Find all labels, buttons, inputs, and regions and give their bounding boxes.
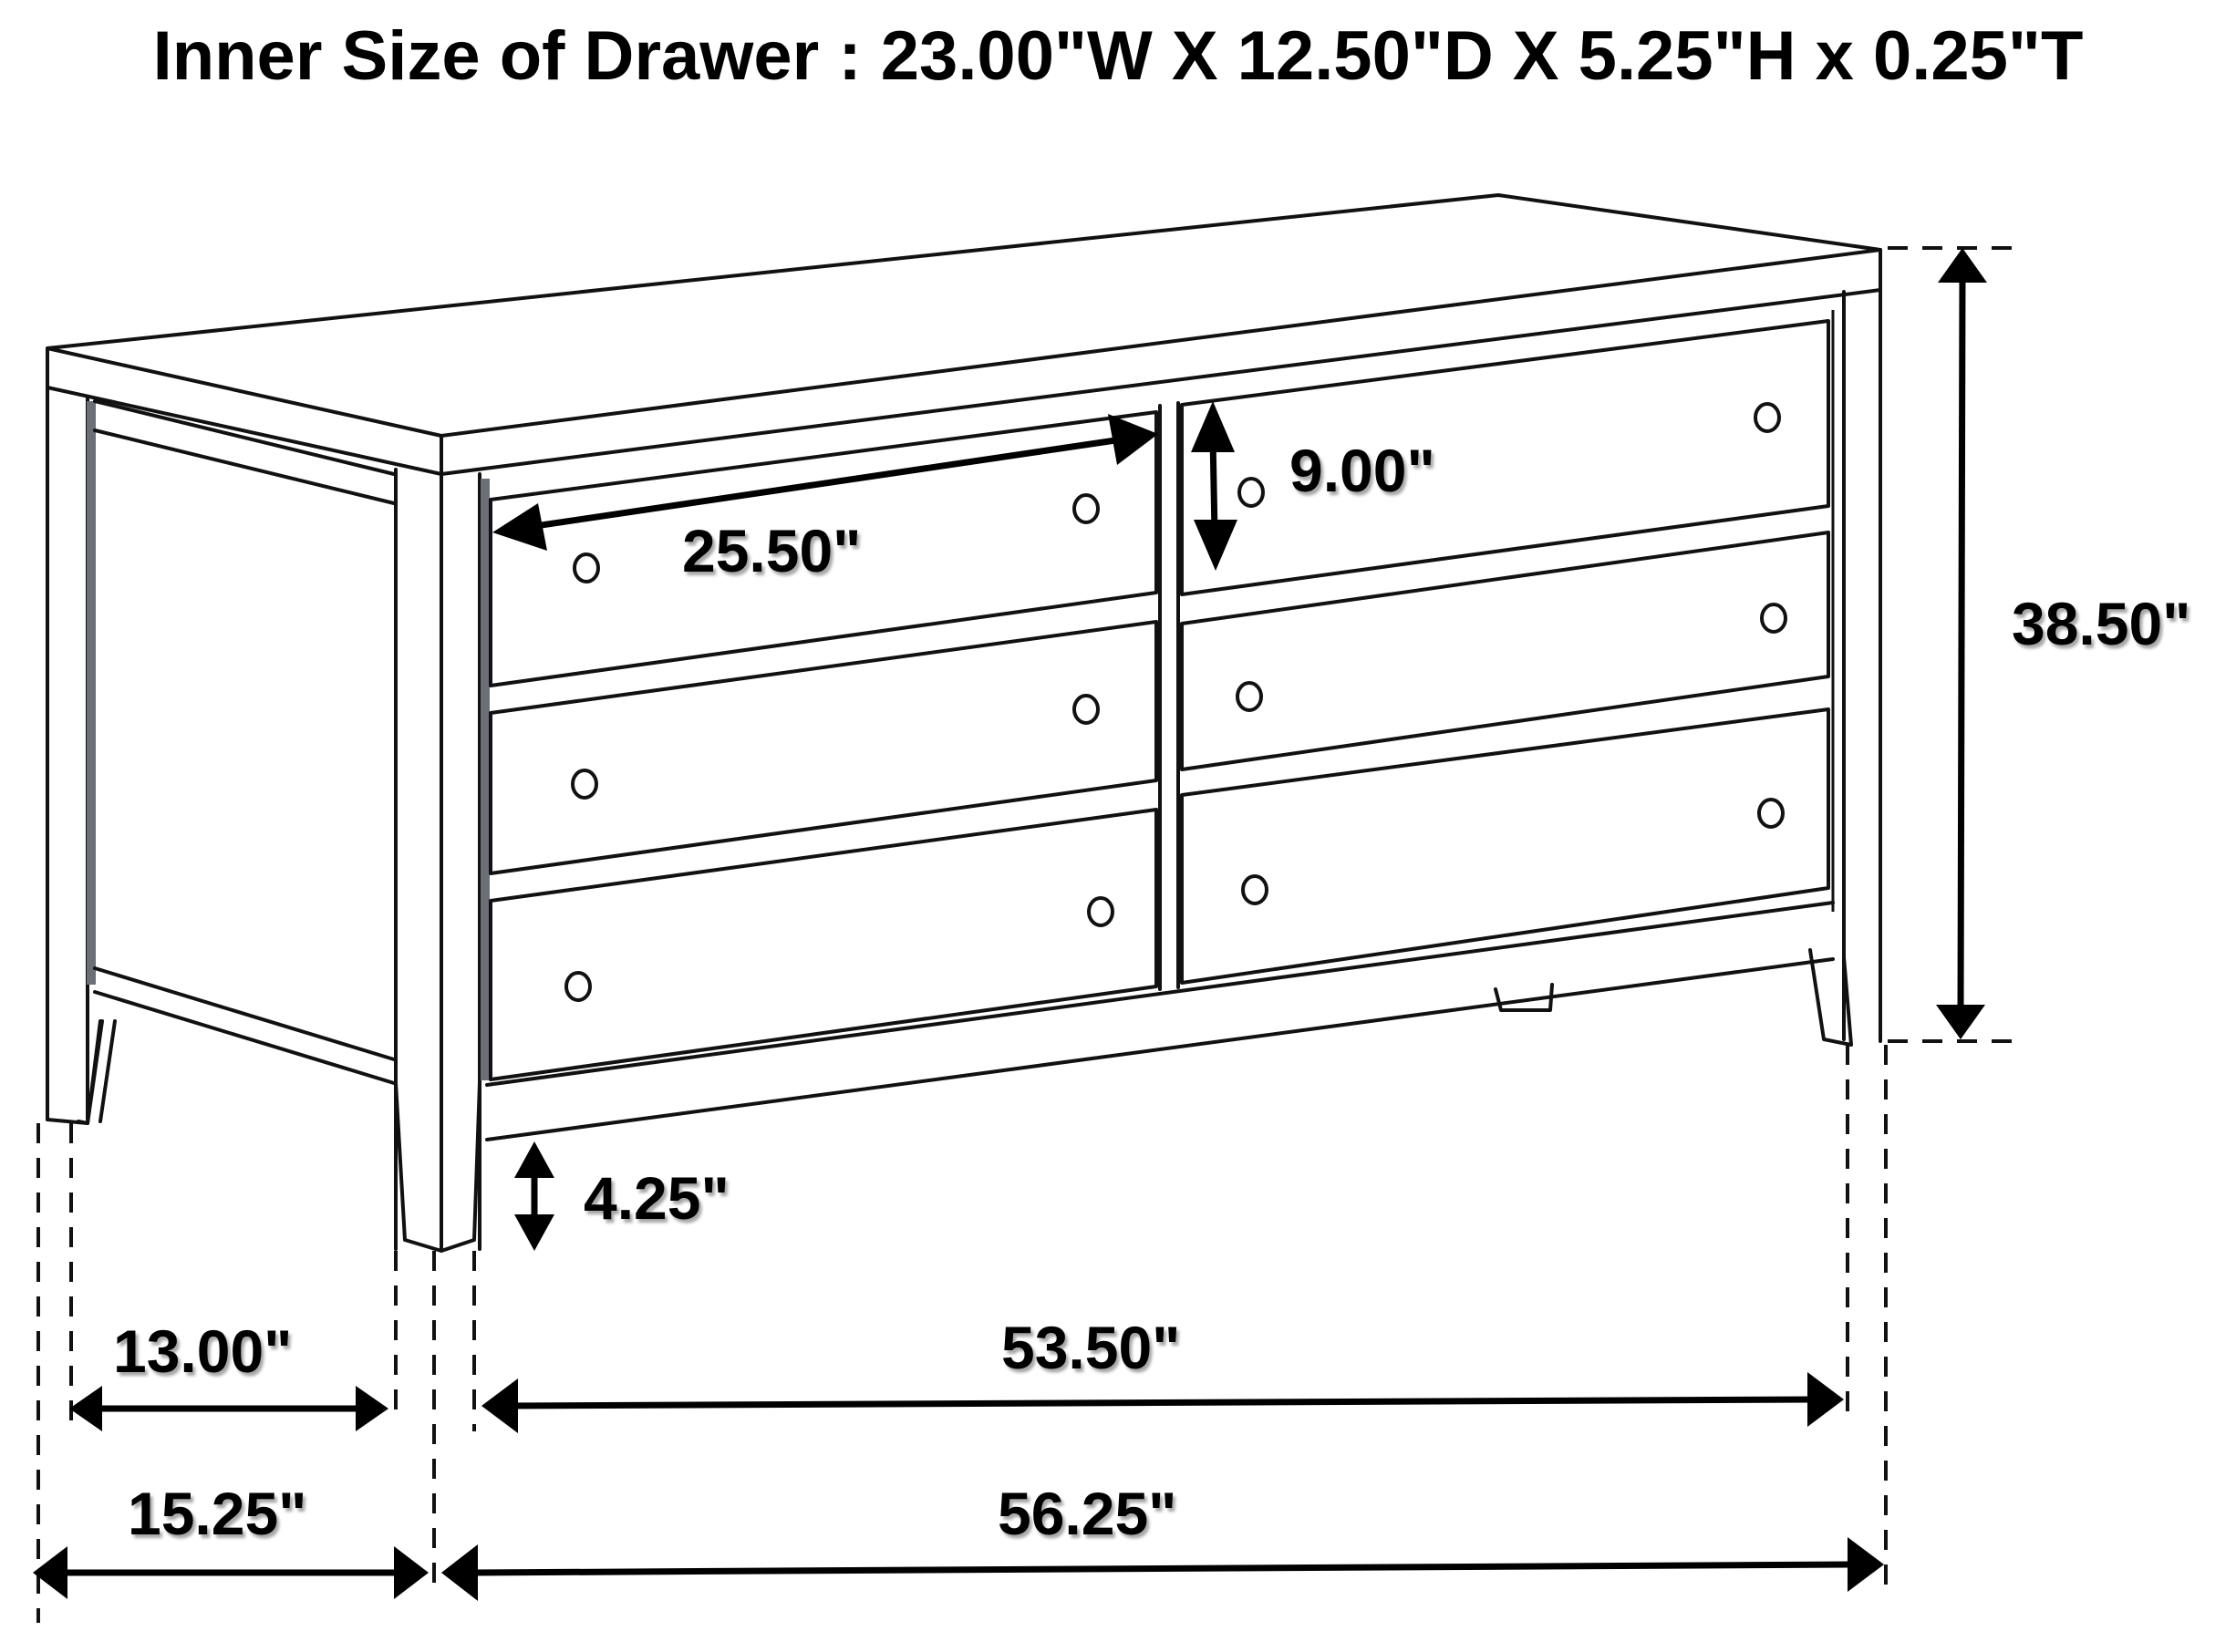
label-leg-clearance: 4.25" <box>584 1164 730 1232</box>
diagram-title: Inner Size of Drawer : 23.00"W X 12.50"D… <box>152 17 2084 95</box>
label-total-height: 38.50" <box>2012 590 2191 657</box>
arrow-inner-depth <box>69 1386 388 1431</box>
label-overall-depth: 15.25" <box>128 1480 307 1547</box>
label-drawer-width: 25.50" <box>682 517 862 584</box>
label-inner-depth: 13.00" <box>113 1317 293 1385</box>
label-overall-width: 56.25" <box>998 1480 1177 1547</box>
drawer-left-top <box>489 410 1158 687</box>
arrow-leg-clearance <box>514 1141 554 1251</box>
arrow-overall-depth <box>33 1546 429 1599</box>
front-frame <box>485 288 1882 1141</box>
dresser-top <box>46 193 1882 476</box>
label-inner-width: 53.50" <box>1001 1314 1181 1381</box>
side-panel <box>46 386 490 1253</box>
drawer-grid <box>489 319 1830 1081</box>
label-drawer-height: 9.00" <box>1289 437 1435 504</box>
arrow-drawer-width <box>492 414 1158 551</box>
drawer-left-bottom <box>489 808 1158 1081</box>
arrow-drawer-height <box>1191 401 1237 571</box>
drawer-right-top <box>1180 319 1830 596</box>
drawer-left-middle <box>489 620 1158 875</box>
drawer-right-bottom <box>1180 707 1830 985</box>
arrow-overall-width <box>441 1537 1884 1601</box>
arrow-total-height <box>1936 248 1987 1039</box>
drawer-right-middle <box>1180 531 1830 771</box>
extension-lines <box>36 246 2024 1623</box>
arrow-inner-width <box>481 1372 1844 1433</box>
